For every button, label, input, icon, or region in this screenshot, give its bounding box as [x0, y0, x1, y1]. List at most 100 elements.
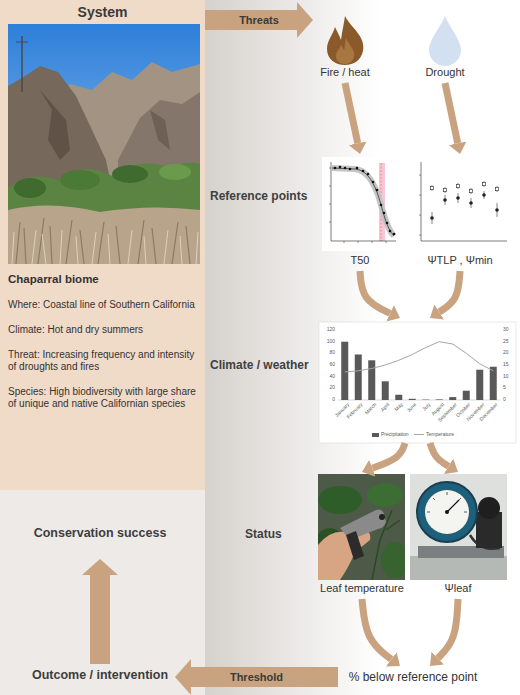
- chart-ground: [410, 157, 510, 251]
- photo-gauge-face: [425, 490, 469, 534]
- flow-arrow: [430, 443, 449, 466]
- photo-foliage: [367, 483, 403, 507]
- axis-tick: 0: [503, 397, 506, 403]
- chart-node: T50: [320, 154, 400, 271]
- precip-bar: [355, 355, 362, 401]
- precip-bar: [490, 367, 497, 400]
- photo-knob: [478, 497, 500, 519]
- precip-bar: [463, 391, 470, 400]
- node-heading: System: [8, 4, 197, 20]
- data-point: [469, 201, 473, 205]
- leaf-temperature-photo: [318, 474, 405, 580]
- precip-bar: [382, 381, 389, 400]
- precip-bar: [422, 399, 429, 400]
- axis-tick: 30: [503, 327, 509, 333]
- photo-foliage: [318, 486, 362, 514]
- chart-node: ΨTLP , Ψmin: [408, 154, 512, 271]
- node-heading: ΨTLP , Ψmin: [410, 254, 510, 267]
- data-point: [495, 187, 498, 190]
- axis-tick: 80: [329, 350, 335, 356]
- chart-axes: [331, 162, 396, 241]
- photo-shrub: [14, 178, 46, 198]
- precip-bar: [341, 342, 348, 400]
- data-point: [393, 233, 396, 236]
- gradient-ground: [205, 0, 520, 695]
- icon-node: Drought: [413, 14, 477, 83]
- axis-tick: 5: [503, 385, 506, 391]
- node-heading: Fire / heat: [315, 66, 375, 79]
- temperature-line: [345, 342, 494, 372]
- photo-shrub: [112, 165, 148, 183]
- photo-node: Ψleaf: [410, 472, 506, 599]
- axis-tick: 15: [503, 362, 509, 368]
- axis-tick: 0: [332, 397, 335, 403]
- data-point: [349, 168, 352, 171]
- month-label: April: [380, 402, 391, 413]
- axis-tick: 20: [503, 350, 509, 356]
- precip-bar: [395, 395, 402, 400]
- photo-ground: [410, 474, 507, 580]
- block-arrow: [191, 667, 338, 687]
- outcome-node: Outcome / intervention: [25, 664, 175, 687]
- psi-tlp-points: [430, 182, 498, 192]
- month-label: July: [421, 402, 431, 412]
- data-point: [356, 167, 359, 170]
- data-point: [469, 189, 472, 192]
- node-heading: Conservation success: [14, 526, 186, 541]
- system-panel-ground: [0, 0, 205, 490]
- node-heading: T50: [322, 254, 398, 267]
- photo-thermometer-lens: [379, 514, 385, 520]
- block-arrow: [90, 575, 110, 664]
- legend-text: Precipitation: [381, 432, 409, 438]
- threshold-node: % below reference point: [338, 666, 488, 688]
- data-point: [456, 184, 459, 187]
- data-point: [389, 230, 392, 233]
- fit-band: [332, 168, 394, 236]
- photo-gauge-needle: [447, 500, 459, 512]
- flow-arrow: [372, 443, 405, 468]
- photo-hand: [318, 528, 370, 580]
- flow-arrow: [362, 599, 391, 659]
- fire-icon-inner: [336, 38, 354, 64]
- flow-arrow: [438, 599, 458, 658]
- node-heading: Leaf temperature: [318, 582, 406, 595]
- data-points: [334, 166, 396, 236]
- data-point: [456, 196, 460, 200]
- photo-dry-grass: [16, 218, 190, 264]
- photo-dry-grass: [12, 230, 198, 264]
- photo-gauge-hub: [445, 510, 449, 514]
- month-label: May: [394, 402, 405, 413]
- legend-swatch: [372, 433, 379, 437]
- photo-thermometer-grip: [346, 531, 364, 560]
- chaparral-photo: [8, 24, 200, 264]
- node-text: Threat: Increasing frequency and intensi…: [8, 349, 197, 373]
- data-point: [430, 186, 433, 189]
- photo-sky: [8, 24, 200, 264]
- data-point: [344, 167, 347, 170]
- precip-bar: [409, 399, 416, 400]
- axis-tick: 40: [329, 374, 335, 380]
- photo-pole-bar: [16, 42, 28, 43]
- precip-bar: [436, 399, 443, 401]
- axis-tick: 10: [503, 374, 509, 380]
- flow-arrow: [445, 83, 458, 143]
- flow-arrow: [345, 83, 358, 143]
- chart-ground: [322, 157, 398, 251]
- goal-box: Conservation success: [10, 520, 190, 559]
- precip-bar: [449, 397, 456, 400]
- photo-dry-ground: [8, 205, 200, 264]
- node-heading: Outcome / intervention: [29, 668, 171, 683]
- node-heading: Drought: [415, 66, 475, 79]
- precip-bars: [341, 342, 497, 400]
- photo-rock-shade: [40, 90, 70, 160]
- photo-far-ridge: [8, 62, 200, 264]
- axis-tick: 120: [327, 327, 335, 333]
- chart-node: Climate / weather: [205, 318, 517, 443]
- block-arrow: [205, 10, 297, 30]
- month-label: June: [407, 402, 419, 414]
- chart-axis: [338, 400, 500, 401]
- data-point: [376, 189, 379, 192]
